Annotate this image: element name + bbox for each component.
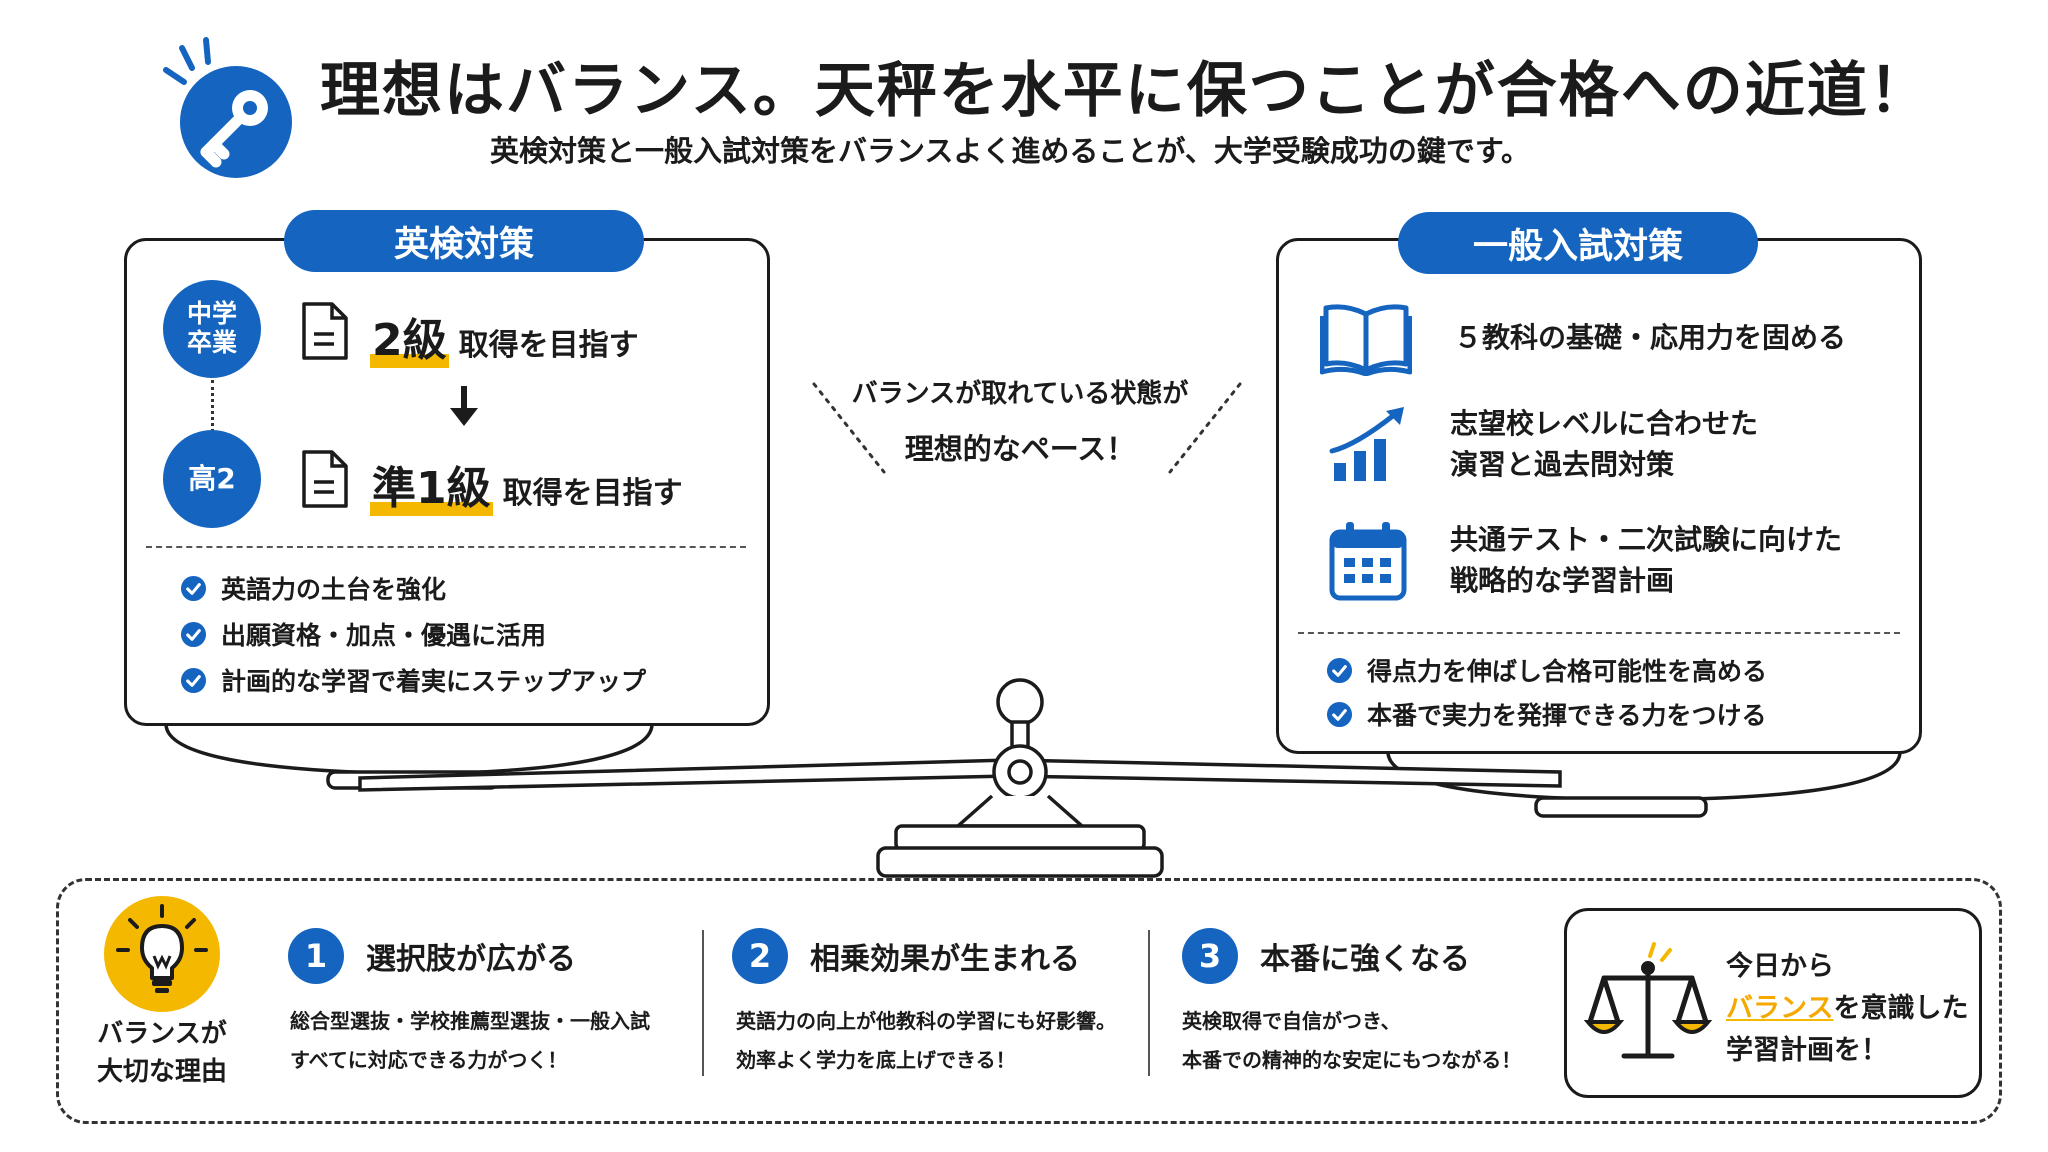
right-check-item: 本番で実力を発揮できる力をつける (1326, 696, 1767, 732)
left-check-item: 出願資格・加点・優遇に活用 (180, 616, 546, 652)
check-circle-icon (1326, 701, 1353, 727)
key-badge (148, 30, 298, 180)
reason-3-text: 英検取得で自信がつき、 本番での精神的な安定にもつながる！ (1182, 1009, 1522, 1072)
reason-separator (1148, 930, 1150, 1076)
feature-item: 志望校レベルに合わせた 演習と過去問対策 (1328, 404, 1758, 485)
check-circle-icon (180, 667, 207, 693)
eiken-tab: 英検対策 (284, 210, 644, 272)
left-panel-divider (146, 546, 746, 548)
right-check-item: 得点力を伸ばし合格可能性を高める (1326, 652, 1767, 688)
page-title: 理想はバランス。天秤を水平に保つことが合格への近道！ (320, 56, 1931, 126)
document-icon (302, 450, 348, 508)
number-badge: 1 (288, 928, 344, 984)
number-badge: 2 (732, 928, 788, 984)
check-circle-icon (1326, 657, 1353, 683)
calendar-icon (1329, 522, 1407, 601)
step1-goal: 2級 取得を目指す (370, 304, 639, 368)
cta-highlight: バランス (1726, 992, 1834, 1024)
step-badge-junior-grad: 中学 卒業 (163, 280, 261, 378)
step-badge-grade2: 高2 (163, 430, 261, 528)
reason-1-text: 総合型選抜・学校推薦型選抜・一般入試 すべてに対応できる力がつく！ (290, 1009, 650, 1072)
check-circle-icon (180, 621, 207, 647)
arrow-down-icon (450, 386, 478, 426)
step-connector (211, 380, 214, 432)
grade-2kyu: 2級 (370, 304, 449, 368)
chart-up-icon (1329, 406, 1404, 481)
balance-scale-icon (1584, 942, 1713, 1059)
center-dotted-lines (812, 382, 1242, 474)
key-icon (163, 37, 292, 178)
reason-1-title: 1 選択肢が広がる (288, 928, 576, 984)
feature-item: 共通テスト・二次試験に向けた 戦略的な学習計画 (1328, 520, 1842, 602)
check-circle-icon (180, 575, 207, 601)
step2-goal: 準1級 取得を目指す (370, 452, 683, 516)
general-exam-tab: 一般入試対策 (1398, 212, 1758, 274)
book-icon (1320, 304, 1412, 376)
page-subtitle: 英検対策と一般入試対策をバランスよく進めることが、大学受験成功の鍵です。 (490, 134, 1530, 168)
grade-jun1kyu: 準1級 (370, 452, 493, 516)
reason-separator (702, 930, 704, 1076)
right-panel-divider (1298, 632, 1900, 634)
lightbulb-icon (104, 896, 220, 1012)
left-check-item: 英語力の土台を強化 (180, 570, 446, 606)
reasons-label: バランスが 大切な理由 (96, 1019, 227, 1087)
reason-2-title: 2 相乗効果が生まれる (732, 928, 1080, 984)
cta-text: 今日から バランスを意識した 学習計画を！ (1726, 951, 1969, 1066)
cta-box (1564, 908, 1982, 1098)
number-badge: 3 (1182, 928, 1238, 984)
balance-note: バランスが取れている状態が 理想的なペース！ (851, 379, 1189, 466)
left-check-item: 計画的な学習で着実にステップアップ (180, 662, 646, 698)
reasons-box (56, 878, 2002, 1124)
document-icon (302, 302, 348, 360)
reason-2-text: 英語力の向上が他教科の学習にも好影響。 効率よく学力を底上げできる！ (736, 1009, 1116, 1072)
feature-item: ５教科の基礎・応用力を固める (1320, 300, 1846, 376)
reason-3-title: 3 本番に強くなる (1182, 928, 1470, 984)
